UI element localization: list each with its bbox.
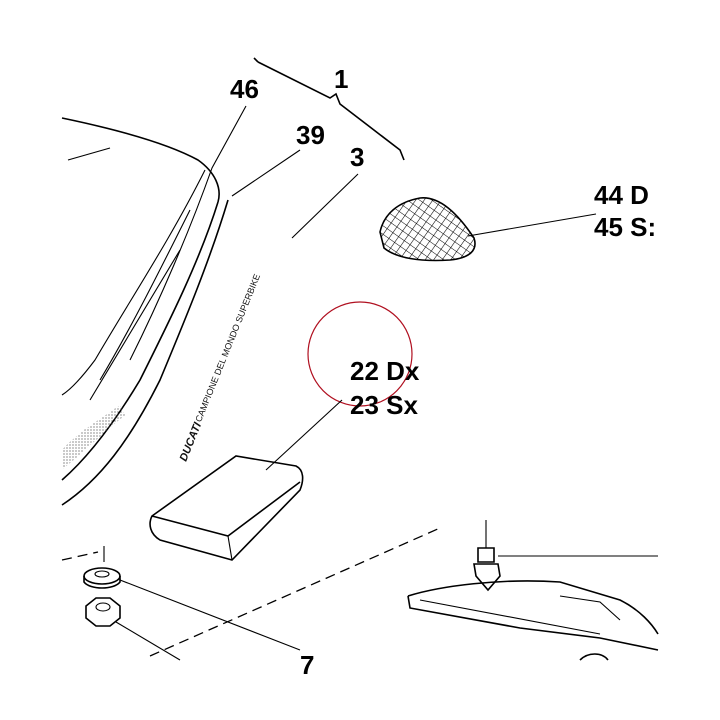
callout-46: 46: [230, 74, 259, 104]
nut-part: [85, 597, 121, 627]
pad-block-part: [149, 455, 304, 561]
callout-44-d: 44 D: [594, 180, 649, 210]
leader-7-nut: [115, 621, 181, 661]
leader-22-23: [265, 399, 343, 471]
leader-7-washer: [119, 579, 301, 651]
fairing-body: [61, 117, 229, 506]
mesh-grille-part: [379, 197, 597, 262]
part-1-bracket: [253, 57, 405, 161]
callout-7: 7: [300, 650, 314, 680]
decal-sticker: DUCATI CAMPIONE DEL MONDO SUPERBIKE: [178, 273, 262, 464]
callout-23-sx: 23 Sx: [350, 390, 418, 420]
decal-brand: DUCATI: [178, 420, 205, 463]
washer-part: [83, 546, 121, 589]
callout-45-s: 45 S:: [594, 212, 656, 242]
section-line-left: [61, 551, 99, 561]
callout-3: 3: [350, 142, 364, 172]
leader-3: [291, 173, 359, 239]
lamp-assembly-part: [407, 520, 659, 661]
leader-39: [231, 149, 301, 197]
highlight-circle: [307, 301, 413, 407]
section-line: [149, 527, 441, 657]
decal-text: CAMPIONE DEL MONDO SUPERBIKE: [193, 273, 262, 424]
callout-1: 1: [334, 64, 348, 94]
callout-22-dx: 22 Dx: [350, 356, 420, 386]
leader-46: [129, 105, 247, 361]
callout-39: 39: [296, 120, 325, 150]
